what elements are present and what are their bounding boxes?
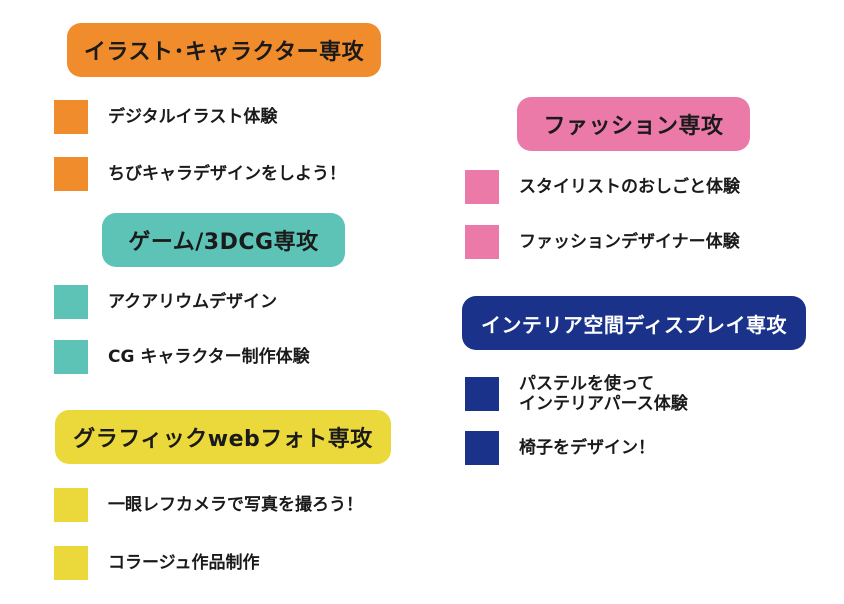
- item-label: パステルを使って インテリアパース体験: [519, 374, 688, 414]
- heading-interior-text: インテリア空間ディスプレイ専攻: [480, 312, 788, 337]
- heading-graphic: グラフィックwebフォト専攻: [55, 410, 391, 464]
- heading-fashion: ファッション専攻: [517, 97, 750, 151]
- list-item-illustration-1: デジタルイラスト体験: [54, 100, 277, 134]
- item-label: スタイリストのおしごと体験: [519, 177, 740, 197]
- list-item-graphic-2: コラージュ作品制作: [54, 546, 259, 580]
- heading-interior: インテリア空間ディスプレイ専攻: [462, 296, 806, 350]
- list-item-graphic-1: 一眼レフカメラで写真を撮ろう！: [54, 488, 363, 522]
- item-label: ファッションデザイナー体験: [519, 232, 740, 252]
- list-item-fashion-2: ファッションデザイナー体験: [465, 225, 740, 259]
- list-item-interior-2: 椅子をデザイン！: [465, 431, 655, 465]
- bullet-square-icon: [54, 488, 88, 522]
- heading-illustration-text: イラスト･キャラクター専攻: [83, 40, 365, 65]
- bullet-square-icon: [465, 431, 499, 465]
- bullet-square-icon: [54, 340, 88, 374]
- list-item-interior-1: パステルを使って インテリアパース体験: [465, 374, 688, 414]
- list-item-game-1: アクアリウムデザイン: [54, 285, 277, 319]
- bullet-square-icon: [465, 377, 499, 411]
- bullet-square-icon: [465, 170, 499, 204]
- item-label: アクアリウムデザイン: [108, 292, 278, 312]
- bullet-square-icon: [54, 157, 88, 191]
- bullet-square-icon: [465, 225, 499, 259]
- heading-game-text: ゲーム/3DCG専攻: [128, 230, 319, 255]
- item-label: CG キャラクター制作体験: [108, 347, 310, 367]
- heading-graphic-text: グラフィックwebフォト専攻: [73, 427, 373, 452]
- heading-fashion-text: ファッション専攻: [543, 114, 724, 139]
- item-label: コラージュ作品制作: [108, 553, 260, 573]
- item-label: デジタルイラスト体験: [108, 107, 278, 127]
- list-item-fashion-1: スタイリストのおしごと体験: [465, 170, 740, 204]
- item-label: ちびキャラデザインをしよう！: [108, 164, 346, 184]
- bullet-square-icon: [54, 546, 88, 580]
- list-item-illustration-2: ちびキャラデザインをしよう！: [54, 157, 346, 191]
- item-label: 椅子をデザイン！: [519, 438, 655, 458]
- heading-game: ゲーム/3DCG専攻: [102, 213, 345, 267]
- bullet-square-icon: [54, 285, 88, 319]
- bullet-square-icon: [54, 100, 88, 134]
- list-item-game-2: CG キャラクター制作体験: [54, 340, 310, 374]
- item-label: 一眼レフカメラで写真を撮ろう！: [108, 495, 363, 515]
- heading-illustration: イラスト･キャラクター専攻: [67, 23, 381, 77]
